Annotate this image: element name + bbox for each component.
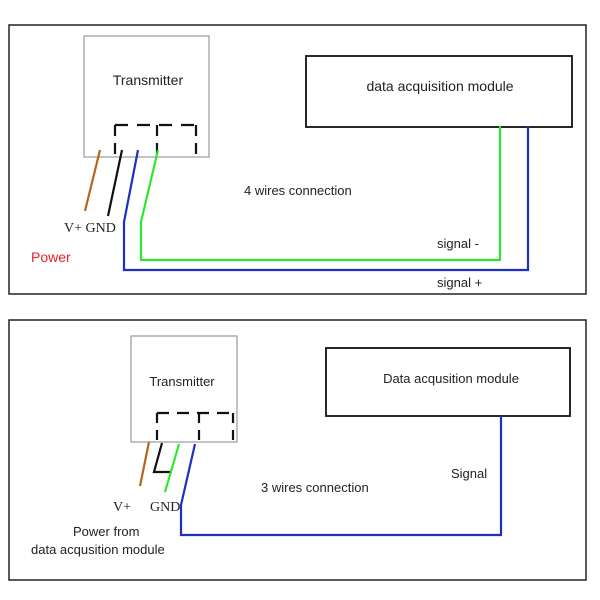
transmitter-label: Transmitter [113,72,184,88]
data-acquisition-module-label: Data acqusition module [383,371,519,386]
gnd-wire [152,442,172,474]
signal-label: Signal [451,466,487,481]
data-acquisition-module-box [325,347,571,417]
terminal-block [155,411,235,445]
power-from-label-line1: Power from [73,524,139,539]
four-wires-connection-label: 4 wires connection [244,183,352,198]
three-wire-panel: Transmitter Data acqusition module 3 wir… [8,319,587,581]
gnd-wire [106,149,124,217]
power-plus-wire [138,441,151,487]
signal-minus-wire [139,126,502,262]
signal-minus-label: signal - [437,236,479,251]
gnd-label: GND [150,500,180,515]
transmitter-box [130,335,238,443]
transmitter-label: Transmitter [149,374,215,389]
vplus-label: V+ [113,500,131,515]
transmitter-box [83,35,210,158]
signal-plus-label: signal + [437,275,482,290]
power-label: Power [31,249,71,265]
power-plus-wire [83,149,102,212]
signal-wire [179,416,503,537]
data-acquisition-module-box [305,55,573,128]
vplus-gnd-label: V+ GND [64,221,116,236]
four-wire-panel: Transmitter data acquisition module 4 wi… [8,24,587,295]
three-wires-connection-label: 3 wires connection [261,480,369,495]
power-from-label-line2: data acqusition module [31,542,165,557]
gnd-jumper-wire [163,443,181,493]
signal-plus-wire [122,126,530,272]
data-acquisition-module-label: data acquisition module [366,78,513,94]
